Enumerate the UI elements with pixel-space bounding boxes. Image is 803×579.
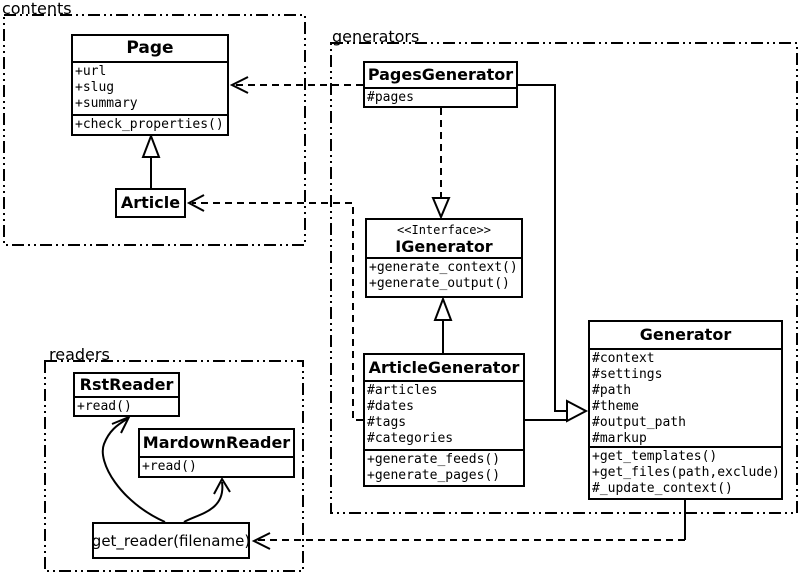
association-arrowhead-rstreader — [111, 415, 132, 434]
class-page: Page +url +slug +summary +check_properti… — [71, 34, 229, 136]
attribute-row: #pages — [367, 90, 414, 105]
package-generators-border — [330, 42, 798, 514]
inheritance-triangle-igenerator-bottom — [433, 296, 453, 321]
attribute-row: #context — [592, 351, 655, 366]
method-row: +generate_pages() — [367, 468, 501, 483]
package-readers-label: readers — [49, 345, 110, 364]
class-article: Article — [115, 188, 186, 218]
attribute-row: +slug — [75, 80, 115, 95]
class-pagesgenerator-attributes: #pages — [365, 87, 516, 106]
package-contents-label: contents — [2, 0, 72, 18]
attribute-row: +summary — [75, 96, 138, 111]
attribute-row: #articles — [367, 383, 438, 398]
package-contents-border — [3, 14, 306, 246]
attribute-row: #output_path — [592, 415, 686, 430]
attribute-row: #dates — [367, 399, 414, 414]
class-mardownreader: MardownReader +read() — [138, 428, 295, 478]
method-row: +get_templates() — [592, 449, 718, 464]
class-igenerator: <<Interface>> IGenerator +generate_conte… — [365, 218, 523, 298]
class-rstreader-title: RstReader — [79, 375, 174, 394]
class-igenerator-methods: +generate_context() +generate_output() — [367, 257, 521, 296]
class-generator-title: Generator — [639, 325, 732, 344]
class-page-attributes: +url +slug +summary — [73, 61, 227, 114]
dependency-arrowhead-article — [186, 194, 205, 212]
inheritance-triangle-article-to-page — [141, 133, 161, 158]
attribute-row: #tags — [367, 415, 407, 430]
method-row: #_update_context() — [592, 481, 733, 496]
method-row: +generate_context() — [369, 260, 518, 275]
association-curve-getreader-to-rstreader — [101, 418, 166, 523]
class-articlegenerator-methods: +generate_feeds() +generate_pages() — [365, 449, 523, 485]
package-readers-border — [44, 360, 304, 572]
class-mardownreader-methods: +read() — [140, 456, 293, 476]
method-row: +generate_feeds() — [367, 452, 501, 467]
class-igenerator-header: <<Interface>> IGenerator — [367, 220, 521, 257]
function-get-reader: get_reader(filename) — [92, 522, 250, 559]
class-mardownreader-title: MardownReader — [142, 433, 291, 452]
class-page-title: Page — [126, 38, 174, 58]
attribute-row: #theme — [592, 399, 639, 414]
class-igenerator-stereotype: <<Interface>> — [397, 223, 491, 237]
method-row: +read() — [142, 459, 197, 474]
dependency-line-articlegenerator-to-article — [192, 202, 363, 421]
class-rstreader-methods: +read() — [75, 396, 178, 415]
class-igenerator-title: IGenerator — [395, 237, 493, 256]
class-rstreader: RstReader +read() — [73, 372, 180, 417]
package-generators-label: generators — [332, 27, 420, 46]
function-get-reader-label: get_reader(filename) — [91, 531, 251, 550]
method-row: +read() — [77, 399, 132, 414]
attribute-row: #path — [592, 383, 632, 398]
class-generator-methods: +get_templates() +get_files(path,exclude… — [590, 446, 781, 498]
method-row: +check_properties() — [75, 117, 224, 132]
dependency-arrowhead-getreader — [251, 532, 271, 550]
realization-triangle-igenerator — [431, 197, 451, 220]
method-row: +get_files(path,exclude) — [592, 465, 780, 480]
class-page-methods: +check_properties() — [73, 114, 227, 134]
class-generator: Generator #context #settings #path #them… — [588, 320, 783, 500]
class-article-title: Article — [120, 193, 181, 212]
attribute-row: #settings — [592, 367, 663, 382]
class-pagesgenerator-title: PagesGenerator — [367, 65, 514, 84]
class-articlegenerator: ArticleGenerator #articles #dates #tags … — [363, 353, 525, 487]
association-curve-getreader-to-mardownreader — [183, 481, 224, 523]
inheritance-triangle-generator — [566, 399, 589, 423]
inheritance-line-pagesgenerator-to-generator — [518, 84, 567, 412]
association-arrowhead-mardownreader — [213, 476, 231, 495]
class-pagesgenerator: PagesGenerator #pages — [363, 61, 518, 108]
dependency-arrowhead-page — [229, 76, 249, 94]
class-articlegenerator-title: ArticleGenerator — [368, 358, 520, 377]
class-generator-attributes: #context #settings #path #theme #output_… — [590, 348, 781, 446]
attribute-row: +url — [75, 64, 107, 79]
method-row: +generate_output() — [369, 276, 510, 291]
class-articlegenerator-attributes: #articles #dates #tags #categories — [365, 380, 523, 449]
attribute-row: #categories — [367, 431, 454, 446]
attribute-row: #markup — [592, 431, 647, 446]
